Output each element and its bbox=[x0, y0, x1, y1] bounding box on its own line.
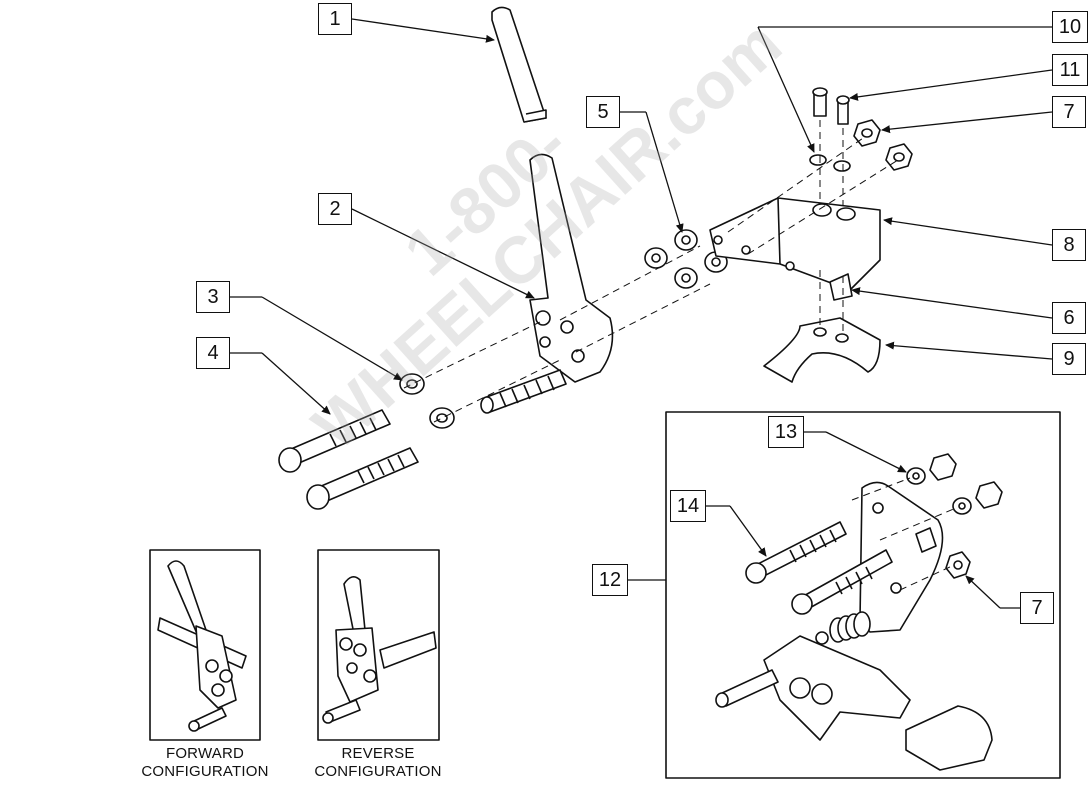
kit-spring bbox=[815, 611, 871, 645]
kit-ratchet-pawl bbox=[715, 635, 993, 771]
kit-bolt-second bbox=[791, 549, 893, 615]
kit-washer-13 bbox=[906, 453, 1003, 515]
kit-bolt-part-14 bbox=[745, 521, 847, 584]
lever-arm-part bbox=[480, 153, 614, 414]
handle-grip-part bbox=[491, 6, 547, 123]
callout-8: 8 bbox=[1052, 229, 1086, 261]
callout-9: 9 bbox=[1052, 343, 1086, 375]
callout-6: 6 bbox=[1052, 302, 1086, 334]
washer-part-3 bbox=[399, 373, 425, 395]
callout-12: 12 bbox=[592, 564, 628, 596]
clamp-block-part-8 bbox=[709, 197, 881, 301]
callout-2: 2 bbox=[318, 193, 352, 225]
callout-13: 13 bbox=[768, 416, 804, 448]
reverse-config-frame bbox=[317, 549, 440, 741]
clamp-shell-part-9 bbox=[763, 317, 881, 383]
kit-plate-part bbox=[859, 481, 944, 633]
callout-7-kit: 7 bbox=[1020, 592, 1054, 624]
part-12-kit-frame bbox=[665, 411, 1061, 779]
callout-5: 5 bbox=[586, 96, 620, 128]
kit-nut-7 bbox=[945, 551, 971, 579]
screw-part-11 bbox=[812, 87, 850, 125]
bolt-part-4b bbox=[306, 447, 419, 510]
alignment-lines bbox=[403, 120, 957, 591]
washer-part-10 bbox=[809, 154, 851, 172]
callout-10: 10 bbox=[1052, 11, 1088, 43]
reverse-configuration-label: REVERSE CONFIGURATION bbox=[314, 745, 442, 780]
callout-14: 14 bbox=[670, 490, 706, 522]
callout-7: 7 bbox=[1052, 96, 1086, 128]
forward-configuration-label: FORWARD CONFIGURATION bbox=[141, 745, 269, 780]
bolt-part-4 bbox=[278, 409, 391, 473]
washer-part-3b bbox=[429, 407, 455, 429]
forward-config-thumbnail bbox=[157, 560, 247, 732]
washer-part-5 bbox=[644, 229, 728, 289]
callout-1: 1 bbox=[318, 3, 352, 35]
leader-lines bbox=[228, 18, 1053, 609]
callout-4: 4 bbox=[196, 337, 230, 369]
callout-11: 11 bbox=[1052, 54, 1088, 86]
forward-config-frame bbox=[149, 549, 261, 741]
callout-3: 3 bbox=[196, 281, 230, 313]
reverse-config-thumbnail bbox=[322, 576, 437, 724]
